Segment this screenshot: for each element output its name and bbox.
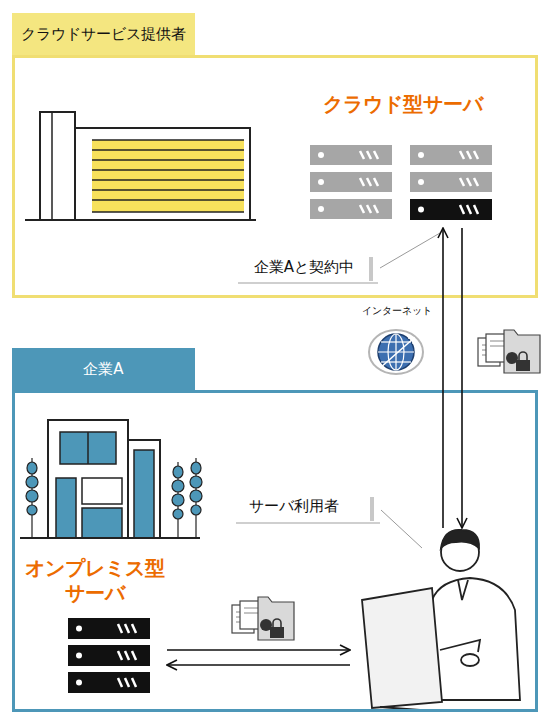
callout-leader: [236, 497, 422, 548]
tree: [26, 458, 202, 538]
region-tab: 企業A: [12, 348, 195, 390]
onpremise-server-rack: [68, 618, 150, 693]
node-title: クラウド型サーバ: [305, 92, 500, 117]
server-user-box: サーバ利用者: [350, 528, 530, 710]
company-region: 企業Aオンプレミス型 サーバサーバ利用者: [12, 390, 538, 712]
document-icon: [232, 597, 294, 640]
company-building: [20, 420, 200, 538]
flow-arrow: [167, 664, 350, 666]
region-tab: クラウドサービス提供者: [12, 13, 195, 55]
internet-globe: [369, 330, 423, 374]
callout-text: 企業Aと契約中: [240, 258, 368, 277]
onpremise-server-box: オンプレミス型 サーバ: [22, 556, 167, 698]
flow-arrow: [167, 649, 350, 651]
document-icon: [478, 330, 540, 373]
cloud-server-box: クラウド型サーバ: [305, 92, 500, 228]
callout-text: サーバ利用者: [238, 497, 350, 516]
flow-arrow: [442, 228, 444, 528]
network-label: インターネット: [356, 304, 438, 318]
office-building: [25, 112, 256, 220]
cloud-server-rack: [310, 145, 492, 220]
node-title: オンプレミス型 サーバ: [22, 556, 167, 606]
person-at-computer: [362, 530, 520, 710]
callout-leader: [238, 233, 440, 283]
flow-arrow: [461, 228, 463, 528]
